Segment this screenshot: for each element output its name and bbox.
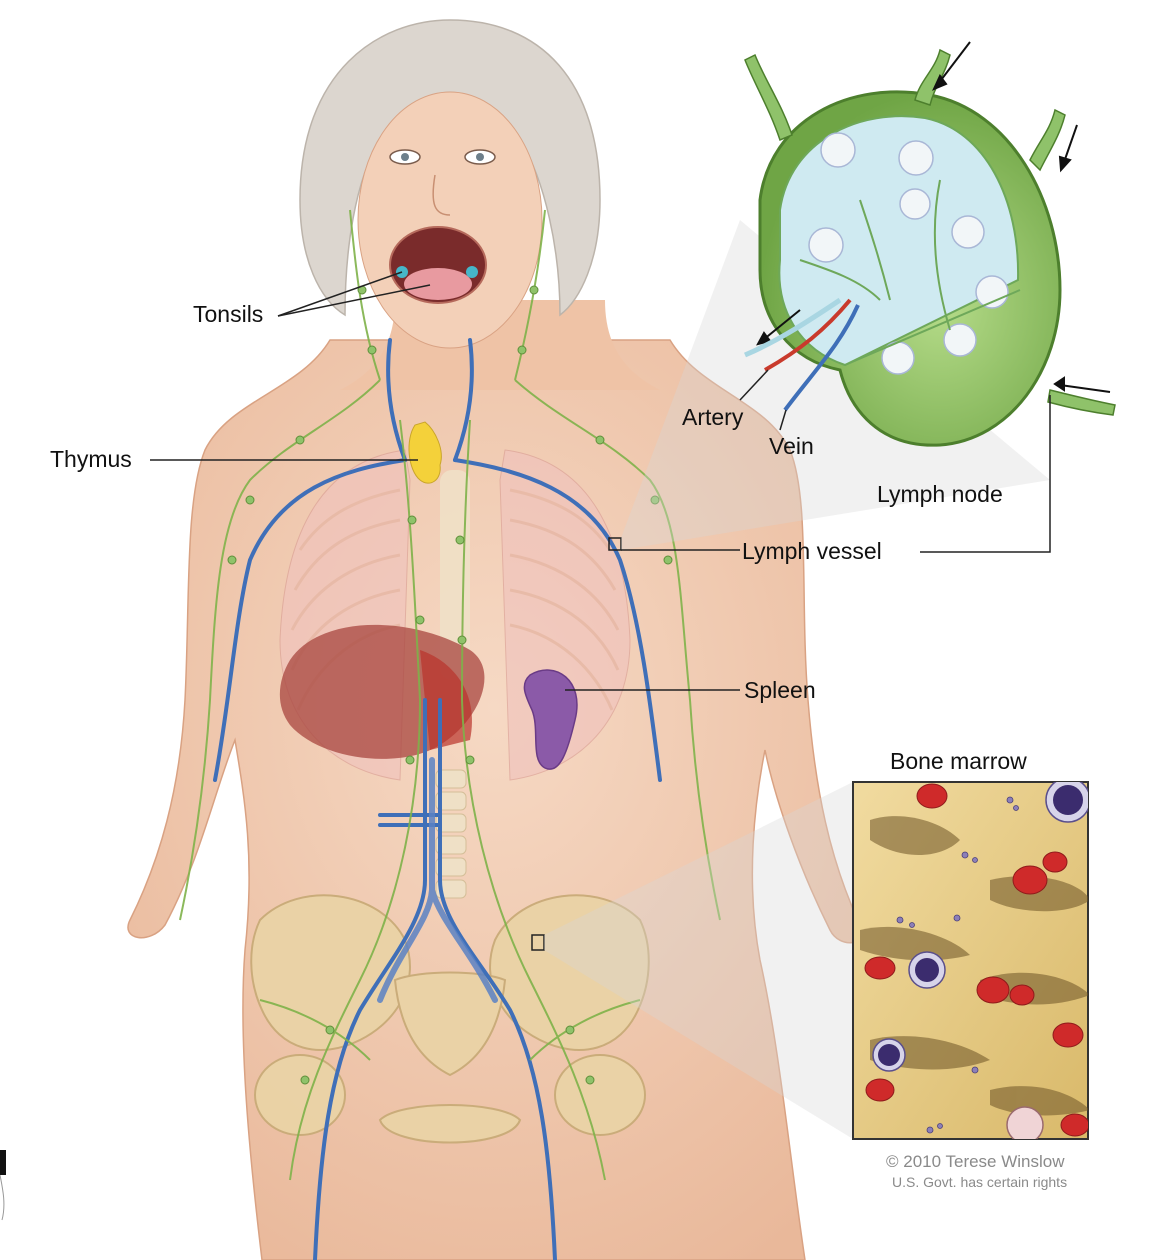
aorta bbox=[377, 757, 498, 1003]
node-efferent bbox=[744, 297, 842, 358]
flow-arrows bbox=[756, 41, 1111, 393]
label-bone-marrow: Bone marrow bbox=[890, 748, 1027, 774]
red-blood-cells bbox=[864, 783, 1088, 1137]
label-spleen: Spleen bbox=[744, 677, 816, 703]
bone-marrow-locator bbox=[531, 934, 545, 951]
body-figure bbox=[127, 19, 863, 1260]
pelvis bbox=[250, 894, 650, 1144]
lymph-node-zoom-wedge bbox=[621, 220, 1050, 550]
credit-line-1: © 2010 Terese Winslow bbox=[886, 1152, 1065, 1171]
leader-tonsils-1 bbox=[277, 271, 403, 317]
label-lymph-node: Lymph node bbox=[877, 481, 1003, 507]
leader-tonsils-2 bbox=[277, 284, 431, 317]
label-tonsils: Tonsils bbox=[193, 301, 264, 327]
label-lymph-vessel: Lymph vessel bbox=[742, 538, 882, 564]
spleen bbox=[523, 669, 578, 770]
tonsil-right bbox=[466, 266, 478, 278]
white-blood-cells bbox=[872, 782, 1088, 1139]
label-vein: Vein bbox=[769, 433, 814, 459]
leader-artery bbox=[739, 369, 769, 401]
lymph-nodes-body bbox=[227, 285, 673, 1085]
thymus bbox=[408, 421, 442, 484]
spine bbox=[435, 769, 467, 899]
bone-marrow-illustration bbox=[852, 781, 1089, 1140]
bone-marrow-zoom-wedge bbox=[544, 782, 853, 1139]
left-edge-artifact bbox=[0, 1150, 6, 1221]
afferent-lymph-vessels bbox=[744, 48, 1116, 416]
node-vein bbox=[783, 304, 860, 412]
lymph-vessels bbox=[179, 209, 721, 1181]
leader-vein bbox=[779, 409, 787, 431]
node-artery bbox=[764, 298, 852, 372]
credit-line-2: U.S. Govt. has certain rights bbox=[892, 1174, 1068, 1190]
label-thymus: Thymus bbox=[50, 446, 132, 472]
lymph-node-follicles bbox=[808, 132, 1009, 375]
label-artery: Artery bbox=[682, 404, 744, 430]
lymph-node-illustration bbox=[744, 41, 1116, 447]
leader-lymph-node bbox=[920, 395, 1051, 553]
leader-lines bbox=[150, 271, 1051, 691]
hair bbox=[299, 19, 601, 317]
platelets bbox=[896, 796, 1019, 1134]
lymph-vessel-locator bbox=[608, 537, 622, 551]
face bbox=[357, 91, 543, 349]
lymph-node-septa bbox=[799, 179, 1021, 366]
blood-vessels bbox=[213, 338, 662, 1260]
